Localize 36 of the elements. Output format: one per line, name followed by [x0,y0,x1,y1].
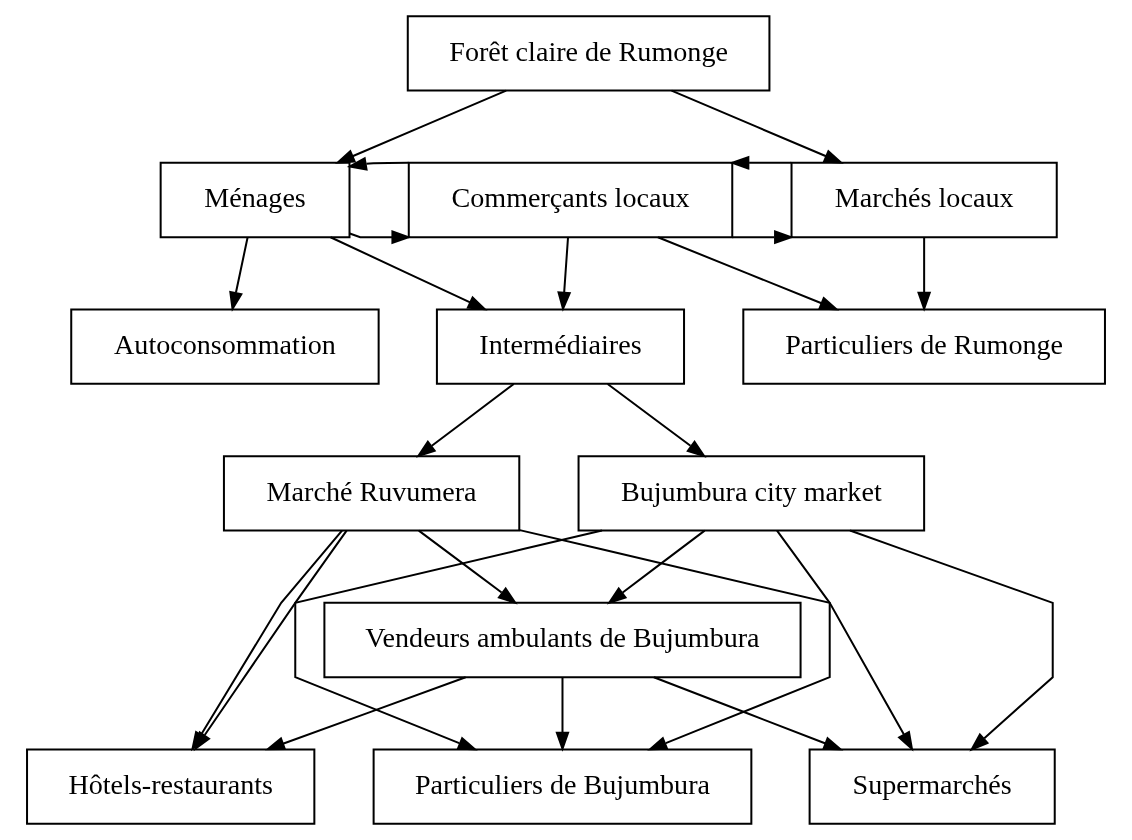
arrow [334,89,507,164]
arrow [606,529,706,605]
arrow [229,237,249,312]
node-box: Particuliers de Rumonge [742,308,1106,385]
arrow [294,529,478,751]
node-box: Particuliers de Bujumbura [372,748,753,825]
node-box: Autoconsommation [70,308,380,385]
arrow [557,237,572,312]
node-box: Bujumbura city market [577,455,926,532]
arrow [732,230,795,245]
arrow [849,529,1054,752]
arrow [647,529,831,751]
arrow [349,230,412,245]
node-box: Vendeurs ambulants de Bujumbura [323,601,802,679]
node-box: Forêt claire de Rumonge [406,15,771,92]
arrow [264,676,466,751]
arrow [729,155,792,170]
node-box: Supermarchés [808,748,1056,825]
arrow [519,529,914,752]
arrow [330,236,488,311]
arrow [346,156,409,171]
arrow [418,529,518,605]
node-box: Marchés locaux [790,161,1058,239]
node-box: Commerçants locaux [407,161,734,239]
arrow [416,383,515,458]
node-box: Intermédiaires [435,308,686,385]
arrow [193,529,603,752]
arrow [917,237,932,312]
node-box: Ménages [159,161,351,239]
node-box: Hôtels-restaurants [26,748,316,825]
arrow [653,676,844,751]
arrow [671,89,844,164]
arrow [657,236,840,311]
arrow [607,383,707,458]
node-box: Marché Ruvumera [222,455,521,532]
arrow [555,677,570,752]
